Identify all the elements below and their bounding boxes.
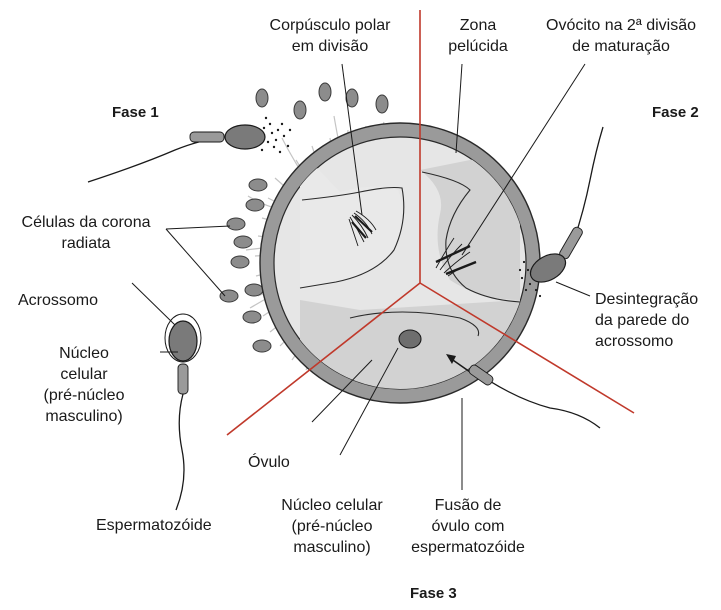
label-ovulo: Óvulo — [248, 452, 290, 471]
male-pronucleus — [399, 330, 421, 348]
label-phase-1: Fase 1 — [112, 104, 159, 121]
sperm-standalone — [165, 314, 201, 510]
sperm-phase-2 — [519, 127, 603, 297]
label-phase-3: Fase 3 — [410, 585, 457, 602]
label-acrosome: Acrossomo — [18, 292, 98, 309]
label-phase-2: Fase 2 — [652, 104, 699, 121]
label-spermatozoon: Espermatozóide — [96, 517, 212, 534]
sperm-phase-1 — [88, 117, 291, 182]
sperm-phase-3 — [467, 363, 600, 428]
egg-cell — [260, 123, 540, 403]
